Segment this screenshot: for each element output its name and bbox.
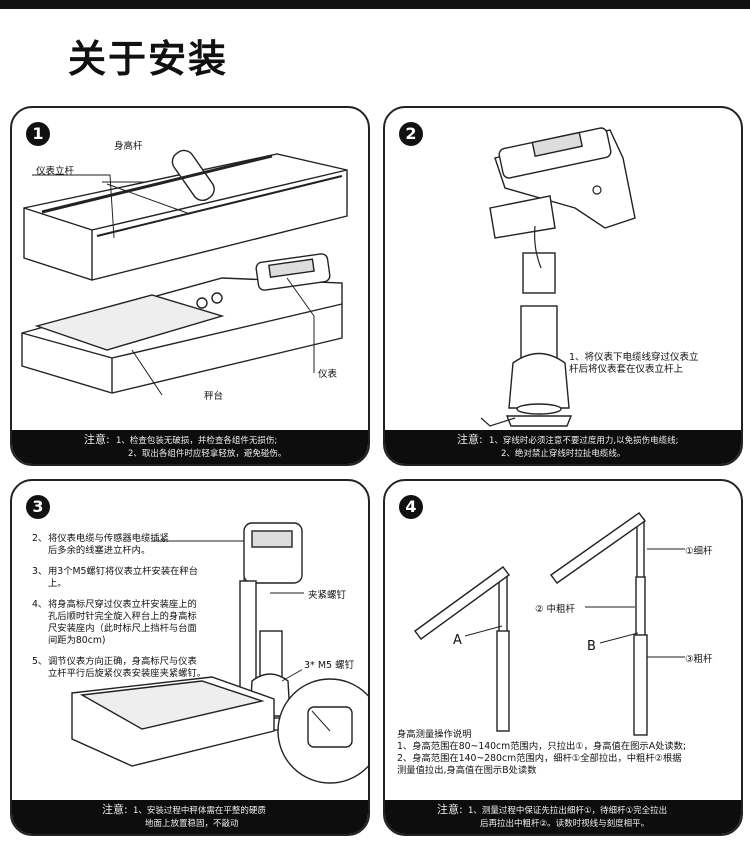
step-text: 用3个M5螺钉将仪表立杆安装在秤台 上。 [48, 566, 199, 589]
label-thick-rod: ③粗杆 [685, 654, 713, 665]
note-line-2: 2、绝对禁止穿线时拉扯电缆线。 [501, 449, 626, 459]
step-number: 2、 [32, 533, 48, 544]
note-line-1: 1、穿线时必须注意不要过度用力,以免损伤电缆线; [489, 436, 679, 446]
illustration-unboxing [21, 149, 348, 396]
step-list: 2、 将仪表电缆与传感器电缆插紧 后多余的线塞进立杆内。 3、 用3个M5螺钉将… [32, 533, 232, 689]
panel-step-4: 4 ①细杆 ② 中粗杆 ③粗杆 A B 身高测量操作说明 1、身高范围在80~1… [383, 479, 743, 836]
panel-step-1: 1 身高杆 仪表立杆 秤台 仪表 注意: 1、检查包装无破损，并检查各组件无损伤… [10, 106, 370, 466]
note-bar: 注意: 1、穿线时必须注意不要过度用力,以免损伤电缆线; 2、绝对禁止穿线时拉扯… [385, 430, 741, 464]
note-bar: 注意: 1、安装过程中秤体需在平整的硬质 地面上放置稳固，不敲动 [12, 800, 368, 834]
note-label: 注意: [457, 433, 483, 446]
note-label: 注意: [84, 433, 110, 446]
instructions-line-2: 2、身高范围在140~280cm范围内，细杆①全部拉出，中粗杆②根据 测量值拉出… [397, 753, 682, 776]
note-line-2: 2、取出各组件时应轻拿轻放，避免碰伤。 [128, 449, 287, 459]
illustration-meter-mount [480, 127, 636, 427]
note-line-2: 地面上放置稳固，不敲动 [145, 819, 239, 829]
label-height-rod: 身高杆 [114, 141, 143, 152]
step-badge: 4 [399, 495, 423, 519]
step-badge: 2 [399, 122, 423, 146]
measurement-instructions: 身高测量操作说明 1、身高范围在80~140cm范围内，只拉出①，身高值在图示A… [397, 729, 737, 777]
step-text: 调节仪表方向正确，身高标尺与仪表 立杆平行后旋紧仪表安装座夹紧螺钉。 [48, 656, 207, 679]
label-thin-rod: ①细杆 [685, 546, 713, 557]
note-line-2: 后再拉出中粗杆②。读数时视线与刻度相平。 [480, 819, 650, 829]
label-platform: 秤台 [204, 391, 224, 402]
label-reading-a: A [453, 633, 462, 648]
note-bar: 注意: 1、测量过程中保证先拉出细杆①，待细杆①完全拉出 后再拉出中粗杆②。读数… [385, 800, 741, 834]
label-m5-screw: 3* M5 螺钉 [302, 657, 357, 671]
panel-step-2: 2 1、将仪表下电缆线穿过仪表立 杆后将仪表套在仪表立杆上 注意: 1、穿线时必… [383, 106, 743, 466]
panel-step-3: 3 2、 将仪表电缆与传感器电缆插紧 后多余的线塞进立杆内。 3、 用3个M5螺… [10, 479, 370, 836]
step-item: 5、 调节仪表方向正确，身高标尺与仪表 立杆平行后旋紧仪表安装座夹紧螺钉。 [32, 656, 232, 680]
step-item: 3、 用3个M5螺钉将仪表立杆安装在秤台 上。 [32, 566, 232, 590]
illustration-pole-install [71, 522, 368, 784]
label-mid-rod: ② 中粗杆 [535, 604, 576, 615]
note-bar: 注意: 1、检查包装无破损，并检查各组件无损伤; 2、取出各组件时应轻拿轻放，避… [12, 430, 368, 464]
top-bar [0, 0, 750, 9]
instructions-line-1: 1、身高范围在80~140cm范围内，只拉出①，身高值在图示A处读数; [397, 741, 687, 752]
step-badge: 3 [26, 495, 50, 519]
note-label: 注意: [102, 803, 128, 816]
label-clamp-screw: 夹紧螺钉 [306, 587, 349, 601]
step-text: 将身高标尺穿过仪表立杆安装座上的 孔后顺时针完全旋入秤台上的身高标 尺安装座内（… [48, 599, 197, 646]
note-line-1: 1、测量过程中保证先拉出细杆①，待细杆①完全拉出 [468, 806, 668, 816]
step-number: 3、 [32, 566, 48, 577]
step-item: 4、 将身高标尺穿过仪表立杆安装座上的 孔后顺时针完全旋入秤台上的身高标 尺安装… [32, 599, 232, 647]
step-item: 2、 将仪表电缆与传感器电缆插紧 后多余的线塞进立杆内。 [32, 533, 232, 557]
page-title: 关于安装 [68, 37, 229, 81]
illustration-height-rod [414, 512, 685, 736]
step-badge: 1 [26, 122, 50, 146]
label-upright: 仪表立杆 [36, 166, 75, 177]
step-text: 将仪表电缆与传感器电缆插紧 后多余的线塞进立杆内。 [48, 533, 169, 556]
note-line-1: 1、检查包装无破损，并检查各组件无损伤; [116, 436, 278, 446]
step-number: 4、 [32, 599, 48, 610]
note-label: 注意: [437, 803, 463, 816]
label-meter: 仪表 [318, 369, 338, 380]
instructions-heading: 身高测量操作说明 [397, 729, 472, 740]
step-number: 5、 [32, 656, 48, 667]
label-reading-b: B [587, 639, 596, 654]
note-line-1: 1、安装过程中秤体需在平整的硬质 [133, 806, 266, 816]
step-caption: 1、将仪表下电缆线穿过仪表立 杆后将仪表套在仪表立杆上 [569, 352, 699, 375]
